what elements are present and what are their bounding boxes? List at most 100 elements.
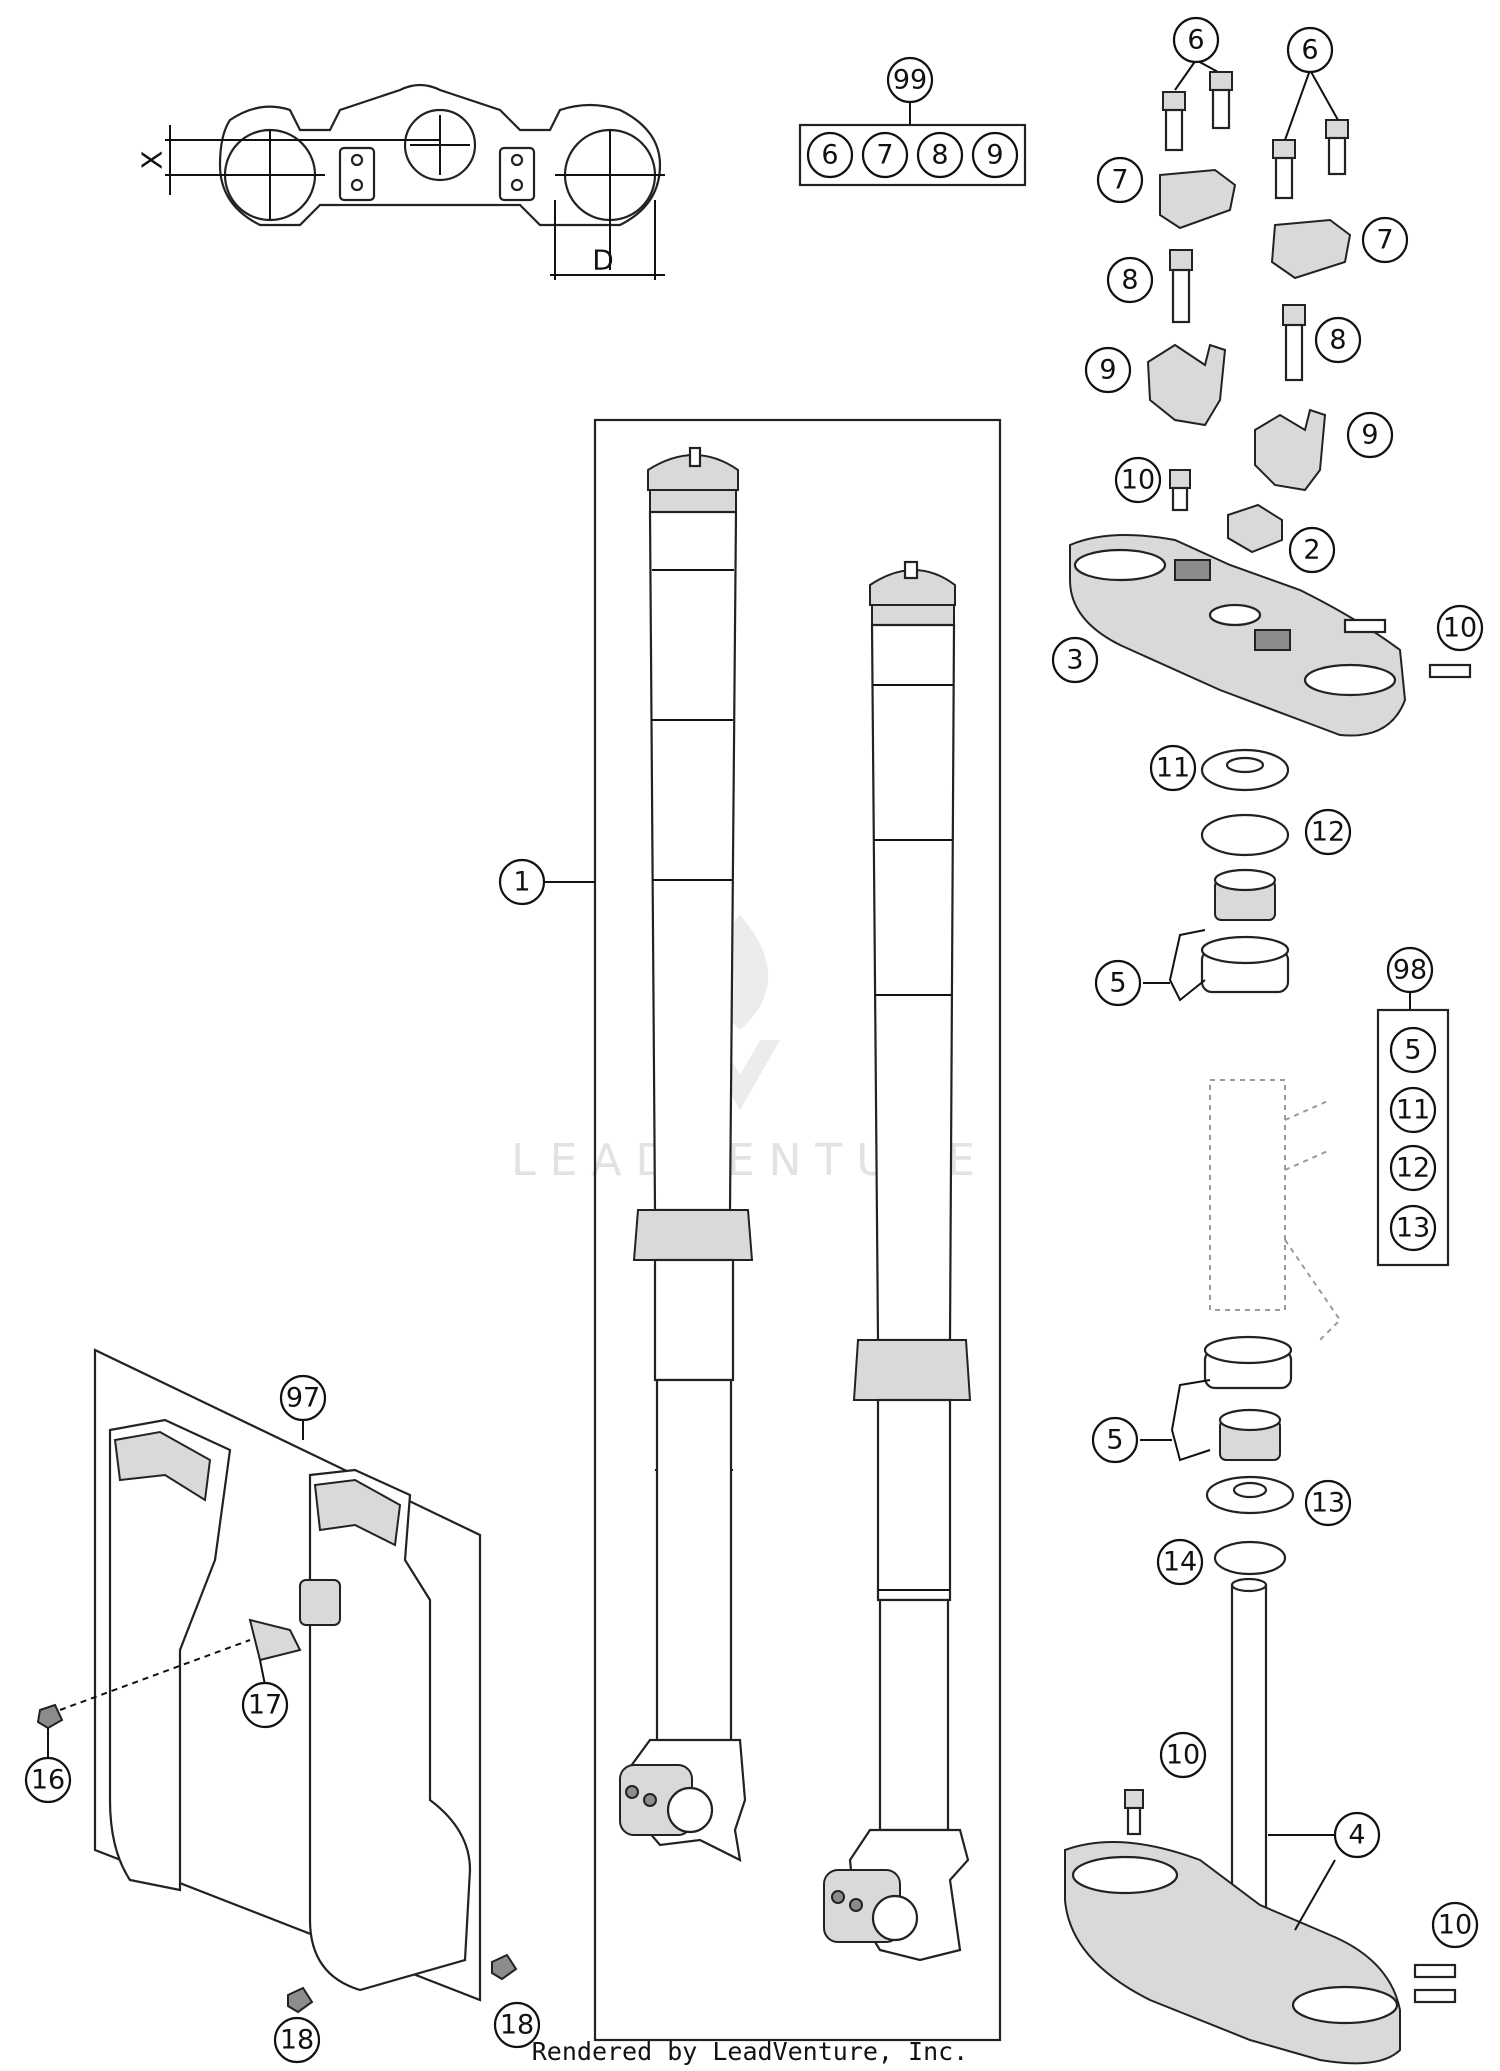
fork-frame: [593, 418, 1002, 2042]
callout-4: 4: [1333, 1811, 1381, 1859]
fork-seal-ring: [852, 1339, 972, 1401]
bolt-10: [1169, 469, 1191, 489]
svg-text:7: 7: [1111, 165, 1128, 196]
svg-text:2: 2: [1303, 535, 1320, 566]
fork-cap: [647, 454, 739, 491]
svg-text:99: 99: [893, 65, 927, 96]
kit-99-item-6: 6: [806, 131, 854, 179]
lower-clamp-bore: [1071, 1855, 1179, 1895]
outer-tube: [648, 510, 738, 1212]
stem-top: [1230, 1577, 1268, 1593]
svg-text:10: 10: [1443, 613, 1477, 644]
svg-text:17: 17: [248, 1690, 282, 1721]
svg-text:9: 9: [1361, 420, 1378, 451]
adjuster: [903, 560, 919, 580]
race-top: [1200, 935, 1290, 965]
upper-clamp-bore: [1303, 663, 1397, 697]
callout-7-left: 7: [1096, 156, 1144, 204]
dust-seal-11-inner: [1225, 756, 1265, 774]
svg-text:12: 12: [1396, 1153, 1430, 1184]
handlebar-clamp-7: [1159, 168, 1237, 230]
svg-text:7: 7: [876, 140, 893, 171]
svg-text:1: 1: [513, 867, 530, 898]
svg-text:16: 16: [31, 1765, 65, 1796]
callout-18-left: 18: [273, 2016, 321, 2064]
callout-6-right: 6: [1286, 26, 1334, 74]
callout-99: 99: [886, 56, 934, 104]
adjuster: [688, 446, 702, 468]
callout-10-lower-clamp: 10: [1431, 1901, 1479, 1949]
screw-18: [287, 1986, 314, 2014]
upper-clamp-center-bore: [1208, 603, 1262, 627]
kit-98-item-5: 5: [1389, 1026, 1437, 1074]
bolt-6-shank: [1327, 136, 1347, 176]
bolt-6: [1325, 119, 1349, 139]
clamp-hole: [350, 178, 364, 192]
frame-head-tube-ghost: [1209, 1079, 1286, 1311]
svg-text:8: 8: [1121, 265, 1138, 296]
riser-seat: [1174, 559, 1211, 581]
svg-text:14: 14: [1163, 1547, 1197, 1578]
axle-bore: [666, 1786, 714, 1834]
callout-6-left: 6: [1172, 16, 1220, 64]
callout-5-upper: 5: [1094, 959, 1142, 1007]
clamp-bolt: [831, 1890, 845, 1904]
svg-text:5: 5: [1106, 1425, 1123, 1456]
bolt-10-shank: [1171, 486, 1189, 512]
bolt-6: [1209, 71, 1233, 91]
callout-10-stem: 10: [1159, 1731, 1207, 1779]
callout-5-lower: 5: [1091, 1416, 1139, 1464]
clamp-bolt-10: [1413, 1963, 1457, 1979]
clamp-bolt-10: [1428, 663, 1472, 679]
callout-14: 14: [1156, 1538, 1204, 1586]
callout-97: 97: [279, 1374, 327, 1422]
inner-tube: [876, 1398, 952, 1602]
frame-ghost: [1284, 1099, 1331, 1121]
left-fork-leg: [619, 446, 754, 1862]
callout-8-left: 8: [1106, 256, 1154, 304]
bolt-8-shank: [1284, 323, 1304, 382]
kit-98-item-11: 11: [1389, 1086, 1437, 1134]
callout-12: 12: [1304, 808, 1352, 856]
inner-tube: [653, 1258, 735, 1382]
guard-vent: [113, 1430, 212, 1502]
footer-credit: Rendered by LeadVenture, Inc.: [532, 2037, 969, 2066]
callout-2: 2: [1288, 526, 1336, 574]
fork-guard-left: [108, 1418, 232, 1892]
clamp-bolt-10: [1413, 1988, 1457, 2004]
steering-nut-2: [1227, 503, 1283, 554]
bolt-8-shank: [1171, 268, 1191, 324]
fork-seal-ring: [632, 1209, 754, 1261]
svg-text:18: 18: [500, 2010, 534, 2041]
svg-text:6: 6: [1301, 35, 1318, 66]
clamp-bolt: [625, 1785, 639, 1799]
callout-9-right: 9: [1346, 411, 1394, 459]
svg-text:11: 11: [1396, 1095, 1430, 1126]
bolt-6-shank: [1274, 156, 1294, 200]
svg-text:6: 6: [821, 140, 838, 171]
callout-10-upper-clamp: 10: [1436, 604, 1484, 652]
bolt-10: [1124, 1789, 1144, 1809]
steering-parts: [1064, 59, 1472, 2065]
svg-text:97: 97: [286, 1383, 320, 1414]
riser-seat: [1254, 629, 1291, 651]
callout-1: 1: [498, 858, 546, 906]
kit-99-item-8: 8: [916, 131, 964, 179]
kit-98-item-13: 13: [1389, 1204, 1437, 1252]
guard-mount: [299, 1579, 341, 1626]
svg-text:12: 12: [1311, 817, 1345, 848]
frame-ghost: [1284, 1149, 1331, 1171]
svg-text:9: 9: [1099, 355, 1116, 386]
dimension-label-x: X: [136, 150, 169, 169]
right-fork-leg: [823, 560, 972, 1962]
kit-99-item-7: 7: [861, 131, 909, 179]
callout-98: 98: [1386, 946, 1434, 994]
svg-text:11: 11: [1156, 753, 1190, 784]
svg-text:8: 8: [931, 140, 948, 171]
handlebar-clamp-7: [1270, 218, 1352, 280]
front-fork-assembly: [545, 418, 1002, 2042]
svg-text:18: 18: [280, 2025, 314, 2056]
bolt-6: [1272, 139, 1296, 159]
callout-18-right: 18: [493, 2001, 541, 2049]
